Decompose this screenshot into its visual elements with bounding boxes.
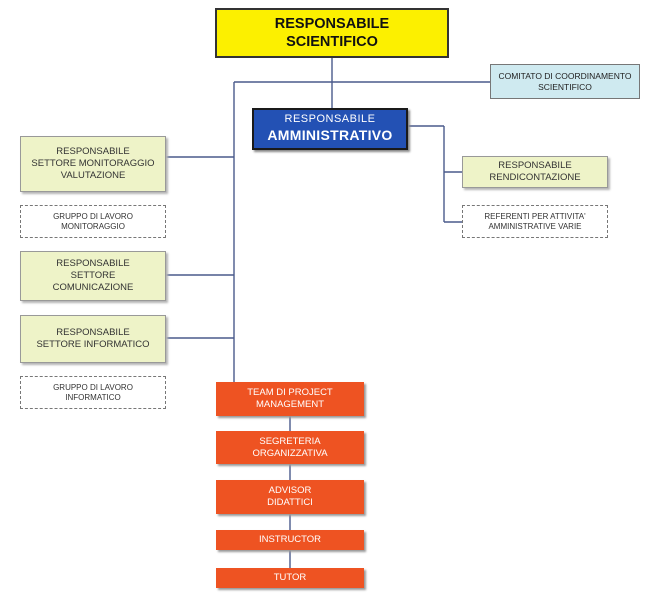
settore-informatico-box: RESPONSABILE SETTORE INFORMATICO bbox=[20, 315, 166, 363]
team-project-management-box: TEAM DI PROJECT MANAGEMENT bbox=[216, 382, 364, 416]
advisor-didattici-box: ADVISOR DIDATTICI bbox=[216, 480, 364, 514]
node-line: ORGANIZZATIVA bbox=[252, 447, 328, 459]
node-line: SCIENTIFICO bbox=[538, 81, 592, 92]
tutor-box: TUTOR bbox=[216, 568, 364, 588]
node-line: DIDATTICI bbox=[267, 497, 313, 508]
node-line: INSTRUCTOR bbox=[258, 534, 322, 546]
node-line: RESPONSABILE bbox=[56, 258, 130, 270]
settore-monitoraggio-box: RESPONSABILE SETTORE MONITORAGGIO VALUTA… bbox=[20, 136, 166, 192]
node-line: VALUTAZIONE bbox=[60, 169, 126, 181]
node-line: RESPONSABILE bbox=[274, 15, 390, 32]
node-line: GRUPPO DI LAVORO bbox=[53, 211, 133, 221]
node-line: AMMINISTRATIVE VARIE bbox=[488, 221, 582, 231]
node-line: TEAM DI PROJECT bbox=[247, 387, 333, 399]
gruppo-monitoraggio-box: GRUPPO DI LAVORO MONITORAGGIO bbox=[20, 205, 166, 238]
node-line: GRUPPO DI LAVORO bbox=[53, 382, 133, 392]
comitato-coordinamento-box: COMITATO DI COORDINAMENTO SCIENTIFICO bbox=[490, 64, 640, 99]
responsabile-rendicontazione-box: RESPONSABILE RENDICONTAZIONE bbox=[462, 156, 608, 188]
node-line: RENDICONTAZIONE bbox=[489, 172, 581, 183]
node-line: RESPONSABILE bbox=[284, 113, 376, 126]
gruppo-informatico-box: GRUPPO DI LAVORO INFORMATICO bbox=[20, 376, 166, 409]
node-line: COMITATO DI COORDINAMENTO bbox=[498, 70, 632, 81]
node-line: INFORMATICO bbox=[65, 392, 121, 402]
instructor-box: INSTRUCTOR bbox=[216, 530, 364, 550]
node-line: COMUNICAZIONE bbox=[52, 281, 134, 293]
node-line: SETTORE MONITORAGGIO bbox=[31, 158, 155, 170]
node-line: ADVISOR bbox=[268, 485, 312, 497]
responsabile-amministrativo-box: RESPONSABILE AMMINISTRATIVO bbox=[252, 108, 408, 150]
responsabile-scientifico-box: RESPONSABILE SCIENTIFICO bbox=[215, 8, 449, 58]
node-line: RESPONSABILE bbox=[56, 327, 130, 339]
node-line: MONITORAGGIO bbox=[61, 221, 125, 231]
node-line: AMMINISTRATIVO bbox=[267, 127, 393, 144]
settore-comunicazione-box: RESPONSABILE SETTORE COMUNICAZIONE bbox=[20, 251, 166, 301]
referenti-attivita-box: REFERENTI PER ATTIVITA' AMMINISTRATIVE V… bbox=[462, 205, 608, 238]
node-line: TUTOR bbox=[273, 572, 307, 584]
node-line: MANAGEMENT bbox=[255, 399, 325, 410]
segreteria-organizzativa-box: SEGRETERIA ORGANIZZATIVA bbox=[216, 431, 364, 464]
node-line: SCIENTIFICO bbox=[286, 34, 378, 50]
node-line: SETTORE INFORMATICO bbox=[36, 339, 150, 350]
node-line: SETTORE bbox=[70, 270, 116, 282]
node-line: RESPONSABILE bbox=[498, 160, 572, 172]
node-line: SEGRETERIA bbox=[259, 435, 321, 447]
node-line: REFERENTI PER ATTIVITA' bbox=[484, 211, 586, 221]
node-line: RESPONSABILE bbox=[56, 146, 130, 158]
